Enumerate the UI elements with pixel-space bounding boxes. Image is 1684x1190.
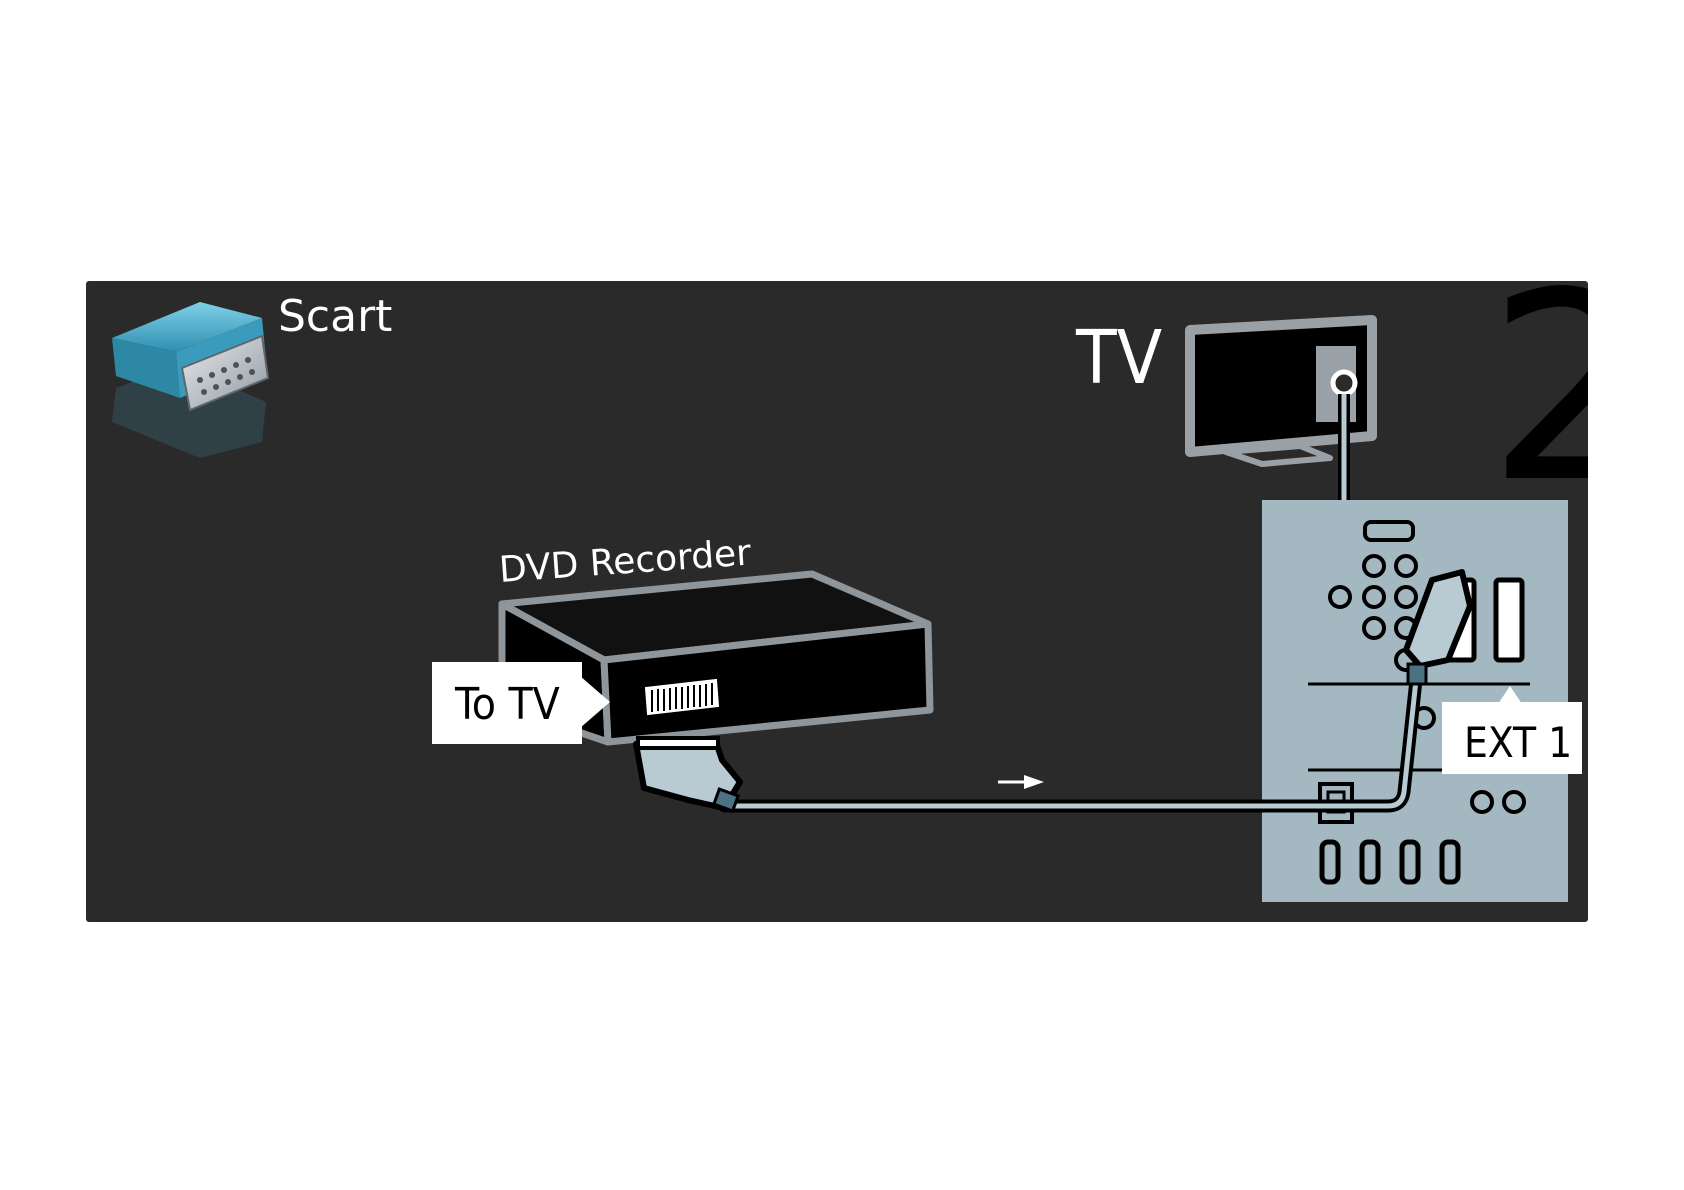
ext1-label: EXT 1 (1464, 718, 1572, 767)
step-number: 2 (1487, 238, 1652, 540)
to-tv-label: To TV (454, 679, 560, 730)
connector-label: Scart (278, 291, 392, 342)
tv-label: TV (1075, 315, 1163, 401)
